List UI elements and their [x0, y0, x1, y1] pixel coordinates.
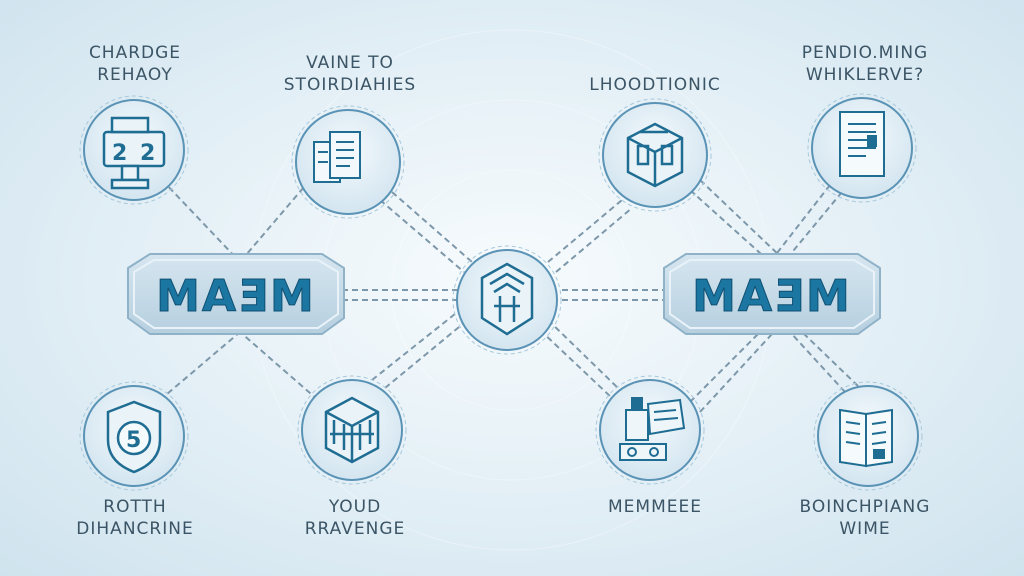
connector-tcl-center-b [379, 199, 465, 273]
label-bottom-center-left: YOUD RRAVENGE [304, 497, 406, 539]
core-structure-icon [480, 262, 534, 336]
node-top-right [807, 93, 917, 203]
hub-right: MAƎM [663, 253, 881, 335]
node-bottom-center-left [297, 375, 407, 485]
finance-machine-icon: 2 2 [102, 116, 166, 190]
connector-bcl-center-a [384, 317, 471, 389]
hub-right-label: MAƎM [692, 271, 852, 322]
connector-center-tcr-b [555, 207, 633, 273]
connector-bcl-hub [239, 331, 319, 401]
open-book-icon [839, 408, 893, 468]
node-bottom-center-right [595, 375, 705, 485]
node-top-center-left [291, 105, 405, 219]
connector-center-bcr-b [539, 329, 613, 399]
connector-tl-hub [161, 179, 241, 263]
connector-center-tcr-a [547, 199, 623, 263]
connector-bcl-center-b [371, 309, 461, 381]
report-document-icon [839, 111, 885, 177]
label-top-right: PENDIO.MING WHIKLERVE? [801, 43, 929, 85]
label-bottom-left: ROTTH DIHANCRINE [76, 497, 194, 539]
label-top-center-right: LHOODTIONIC [589, 75, 721, 95]
connector-tcr-hub-a [689, 189, 771, 263]
label-bottom-right: BOINCHPIANG WIME [799, 497, 931, 539]
connector-tcl-hub [239, 179, 311, 263]
connector-tcl-center-a [391, 191, 473, 263]
machinery-icon [619, 397, 686, 461]
documents-icon [313, 131, 361, 183]
hub-left: MAƎM [127, 253, 345, 335]
node-bottom-left: 5 [79, 381, 189, 491]
shield-coin-icon: 5 [106, 400, 162, 474]
connector-tcr-hub-b [699, 179, 781, 257]
connector-tr-hub-a [769, 184, 831, 263]
connector-tr-hub-b [783, 191, 843, 263]
blueprint-cube-icon [626, 122, 684, 188]
isometric-building-icon [324, 396, 380, 464]
connector-br-hub-b [801, 331, 859, 387]
connector-bcr-hub-b [699, 333, 773, 413]
hub-left-label: MAƎM [156, 271, 316, 322]
node-top-left: 2 2 [79, 95, 189, 205]
svg-text:2: 2 [112, 141, 127, 166]
svg-text:2: 2 [140, 141, 155, 166]
node-bottom-right [813, 381, 923, 491]
label-bottom-center-right: MEMMEEE [608, 497, 702, 517]
node-top-center-right [598, 98, 712, 212]
connector-bl-hub [159, 331, 241, 401]
connectors [159, 179, 859, 413]
svg-text:5: 5 [126, 428, 141, 453]
label-top-center-left: VAINE TO STOIRDIAHIES [283, 53, 417, 95]
connector-br-hub-a [789, 331, 846, 393]
connector-bcr-hub-a [689, 331, 761, 403]
label-top-left: CHARDGE REHAOY [88, 43, 182, 85]
node-center [452, 245, 562, 355]
connector-center-bcr-a [547, 319, 621, 391]
